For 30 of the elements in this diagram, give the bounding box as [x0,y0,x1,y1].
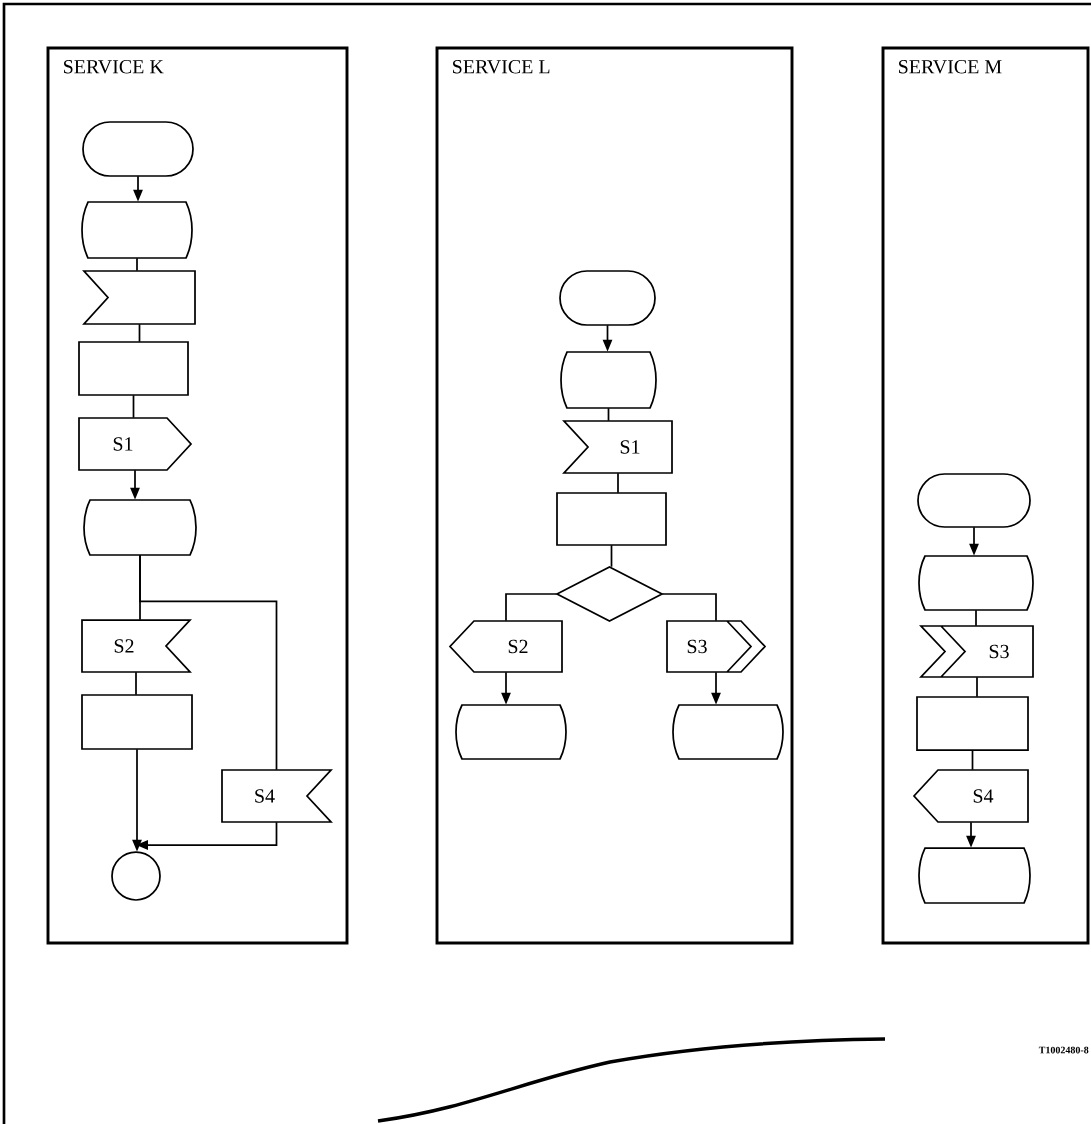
state-symbol [672,704,784,760]
task-box [916,696,1029,751]
flow-line [976,676,978,698]
flow-line [136,257,138,272]
flow-line [505,593,558,622]
state-symbol [455,704,567,760]
flow-line [135,671,137,696]
flow-line [132,394,135,419]
task-box [78,341,189,396]
state-symbol [918,555,1034,611]
flow-line [607,407,610,422]
state-symbol [918,847,1031,904]
task-box [81,694,193,750]
stop-circle [111,851,161,901]
figure-code: T1002480-8 [1038,1046,1089,1054]
flow-line [610,544,613,568]
start-symbol [559,270,656,326]
flow-line [971,749,974,771]
task-box [556,492,667,546]
start-symbol [82,121,194,177]
flow-line [661,593,717,622]
state-symbol [81,201,193,259]
state-symbol [83,499,197,556]
start-symbol [917,473,1031,528]
flow-line [138,323,141,343]
flow-line [139,554,278,771]
state-symbol [560,351,657,409]
flow-line [617,472,619,494]
input-signal-symbol [82,270,196,325]
flow-line [975,609,977,627]
